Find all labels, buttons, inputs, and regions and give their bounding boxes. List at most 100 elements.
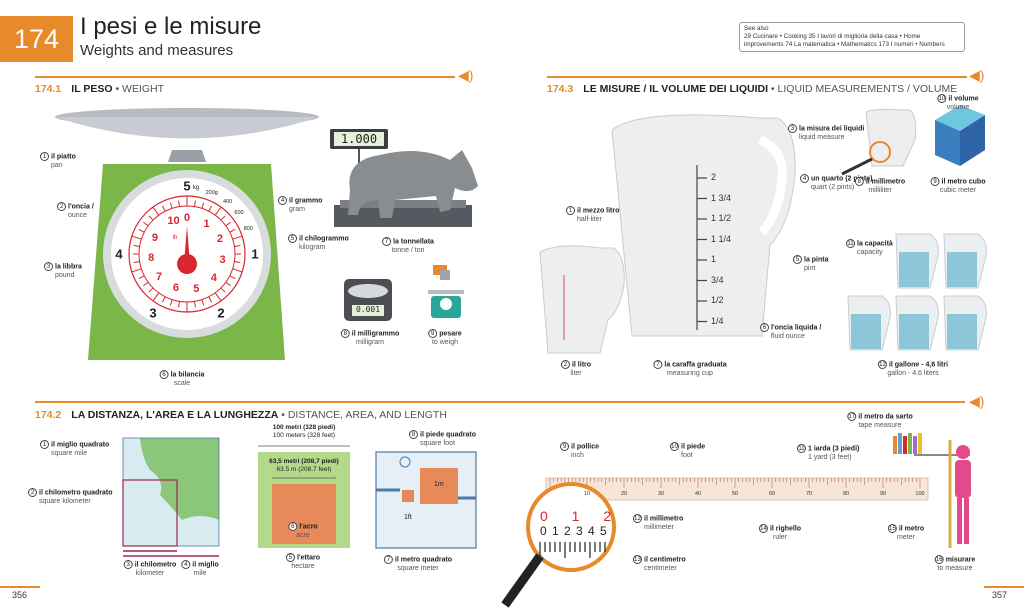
dial-tick	[232, 235, 243, 240]
dial-lb-number: 8	[148, 251, 155, 264]
dial-lb-number: 5	[193, 282, 200, 295]
book-shape	[903, 436, 907, 454]
dial-lb-number: 4	[210, 272, 217, 285]
ruler-mark-label: 40	[694, 491, 702, 497]
dial-tick	[214, 206, 222, 216]
dial-lb-unit: lb	[172, 235, 178, 241]
dial-tick	[178, 301, 180, 308]
see-also-box: See also 29 Cucinare • Cooking 35 I lavo…	[739, 22, 965, 52]
floor-1m-label: 1m	[434, 481, 444, 488]
page-title: I pesi e le misure	[80, 13, 262, 40]
dial-tick	[131, 235, 142, 240]
dial-tick	[162, 296, 166, 303]
dial-lb-number: 10	[167, 214, 180, 227]
book-shape	[913, 436, 917, 454]
dial-tick	[133, 245, 140, 247]
gallon-jug	[943, 295, 987, 351]
dial-lb-number: 6	[172, 282, 179, 295]
magnifier-digits: 0 1 2 3 4 5	[540, 524, 608, 538]
dial-tick	[220, 215, 226, 221]
ruler-mark-label: 70	[805, 491, 813, 497]
dial-tick	[131, 268, 142, 273]
book-shape	[908, 433, 912, 454]
jug-scale-label: 1/2	[711, 295, 724, 305]
jug-scale-label: 2	[711, 172, 717, 182]
magnifier-top-digits: 0 1 2	[540, 508, 622, 524]
dial-kg-number: 2	[217, 305, 225, 321]
dial-tick	[234, 261, 241, 263]
dial-gram-number: 400	[223, 198, 233, 205]
page-number-left: 356	[12, 590, 28, 600]
dial-tick	[143, 281, 149, 287]
dial-tick	[138, 275, 145, 279]
speaker-icon[interactable]: ◀)	[969, 67, 985, 83]
ruler-mark-label: 80	[842, 491, 850, 497]
dial-tick	[162, 205, 166, 212]
dial-lb-number: 3	[219, 253, 226, 266]
dial-lb-number: 1	[203, 217, 210, 230]
gallon-jug	[847, 295, 891, 351]
dial-tick	[152, 206, 160, 216]
ruler-mark-label: 20	[620, 491, 628, 497]
ruler-mark-label: 90	[879, 491, 887, 497]
tonne-display: 1.000	[340, 132, 378, 146]
dial-tick	[138, 229, 145, 233]
dial-tick	[234, 245, 241, 247]
book-shape	[893, 436, 897, 454]
ruler-mark-label: 50	[731, 491, 739, 497]
see-also-text: 29 Cucinare • Cooking 35 I lavori di mig…	[744, 33, 945, 48]
book-shape	[918, 433, 922, 454]
jug-scale-label: 1	[711, 254, 717, 264]
page-number-right: 357	[992, 590, 1008, 600]
floor-1ft-label: 1ft	[404, 514, 412, 521]
dial-tick	[194, 200, 196, 207]
dial-tick	[194, 301, 196, 308]
ruler-mark-label: 10	[583, 491, 591, 497]
acre-top-measure: 63,5 metri (208,7 piedi) 63.5 m (208.7 f…	[269, 458, 339, 473]
dial-tick	[229, 275, 236, 279]
dial-kg-number: 3	[149, 305, 157, 321]
dial-lb-number: 7	[155, 270, 163, 283]
dial-tick	[232, 268, 243, 273]
dial-tick	[208, 296, 212, 303]
gallon-jug	[943, 233, 987, 289]
dial-lb-number: 9	[151, 231, 158, 244]
see-also-label: See also	[744, 25, 769, 32]
speaker-icon[interactable]: ◀)	[458, 67, 474, 83]
dial-tick	[225, 221, 231, 227]
dial-kg-number: 5	[183, 178, 191, 194]
footer-rule-right	[984, 586, 1024, 588]
dial-lb-number: 0	[183, 212, 191, 224]
dial-lb-number: 2	[216, 233, 223, 246]
speaker-icon[interactable]: ◀)	[969, 393, 985, 409]
dial-tick	[143, 221, 149, 227]
dial-tick	[178, 200, 180, 207]
footer-rule-left	[0, 586, 40, 588]
